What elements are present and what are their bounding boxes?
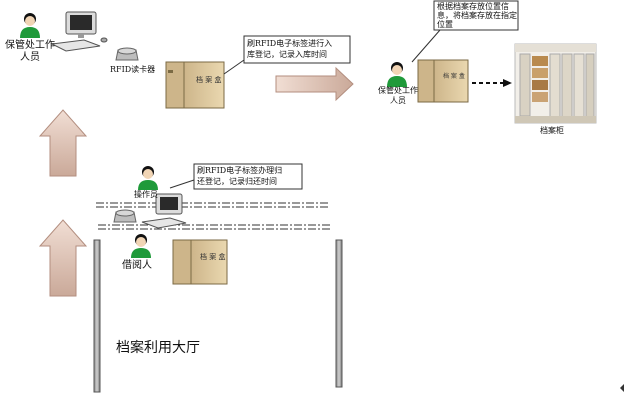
rfid-reader-label: RFID读卡器: [110, 65, 156, 74]
computer-left-icon: [50, 11, 108, 52]
svg-text:档 案 盒: 档 案 盒: [200, 252, 225, 261]
svg-text:档 案 盒: 档 案 盒: [443, 72, 465, 80]
rfid-reader-icon: [115, 47, 139, 61]
hall-wall-right: [335, 239, 343, 388]
hall-label: 档案利用大厅: [116, 340, 200, 356]
borrower-person-icon: [131, 234, 151, 258]
archive-box-pair-middle-icon: 档 案 盒: [172, 239, 228, 285]
note-return-text: 刷RFID电子标签办理归 还登记，记录归还时间: [197, 166, 283, 186]
corner-marker-icon: [620, 384, 624, 392]
counter-line-lower: [98, 224, 330, 230]
note-storage-in-text: 刷RFID电子标签进行入 库登记，记录入库时间: [247, 39, 333, 59]
operator-person-icon: [138, 166, 158, 190]
keeper-left-person-icon: [20, 13, 40, 38]
dashed-arrow-to-cabinet: [472, 79, 512, 87]
note-box-return: [169, 163, 303, 190]
keeper-right-person-icon: [387, 62, 407, 87]
note-locate-text: 根据档案存放位置信 息，将档案存放在指定 位置: [437, 2, 517, 29]
archive-box-pair-right-icon: 档 案 盒: [417, 59, 469, 103]
archive-box-pair-top-icon: 档 案 盒: [165, 61, 225, 109]
flow-arrow-up-upper: [38, 109, 88, 177]
note-box-locate: [411, 0, 519, 63]
svg-text:档 案 盒: 档 案 盒: [196, 75, 221, 84]
flow-arrow-up-lower: [38, 219, 88, 297]
keeper-right-label: 保管处工作 人员: [378, 86, 418, 105]
counter-line-upper: [96, 202, 328, 208]
flow-arrow-right: [275, 66, 354, 102]
computer-middle-icon: [141, 193, 187, 229]
archive-cabinet-image: [514, 43, 597, 124]
rfid-reader-middle-icon: [113, 209, 137, 223]
operator-label: 操作员: [134, 190, 158, 199]
note-box-storage-in: [223, 35, 351, 75]
cabinet-label: 档案柜: [540, 126, 564, 135]
hall-wall-left: [93, 239, 101, 393]
keeper-left-label: 保管处工作 人员: [5, 40, 55, 63]
borrower-label: 借阅人: [122, 260, 152, 271]
